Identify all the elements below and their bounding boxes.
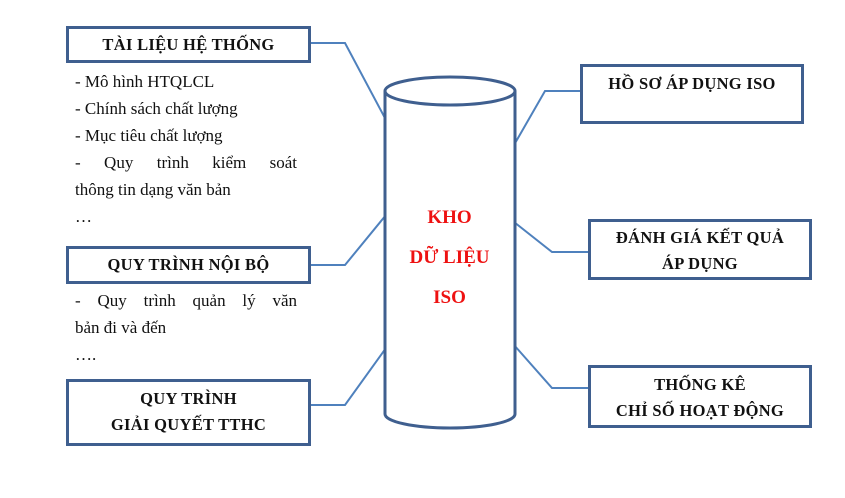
internal-process-list: - Quy trình quản lý văn bản đi và đến …. (75, 287, 297, 368)
list-item: thông tin dạng văn bản (75, 180, 231, 199)
box-line: ĐÁNH GIÁ KẾT QUẢ (615, 228, 785, 247)
system-docs-box: TÀI LIỆU HỆ THỐNG (66, 26, 311, 63)
list-item: - Quy trình kiểm soát (75, 153, 297, 172)
data-warehouse-label: KHO DỮ LIỆU ISO (384, 198, 515, 318)
box-line: THỐNG KÊ (654, 375, 746, 394)
list-item: - Quy trình quản lý văn (75, 291, 297, 310)
center-line: DỮ LIỆU (409, 247, 490, 268)
database-cylinder (383, 75, 517, 430)
statistics-box: THỐNG KÊ CHỈ SỐ HOẠT ĐỘNG (588, 365, 812, 428)
evaluation-box: ĐÁNH GIÁ KẾT QUẢ ÁP DỤNG (588, 219, 812, 280)
center-line: KHO (427, 207, 472, 228)
connector-admin-process (310, 347, 387, 406)
list-item: - Mục tiêu chất lượng (75, 126, 223, 145)
system-docs-list: - Mô hình HTQLCL - Chính sách chất lượng… (75, 68, 297, 230)
box-line: GIẢI QUYẾT TTHC (110, 415, 267, 434)
list-item: … (75, 207, 92, 226)
connector-statistics (513, 344, 588, 389)
connector-internal-process (310, 214, 387, 266)
list-item: - Mô hình HTQLCL (75, 72, 215, 91)
admin-process-box: QUY TRÌNH GIẢI QUYẾT TTHC (66, 379, 311, 446)
list-item: …. (75, 345, 97, 364)
connector-iso-records (513, 90, 580, 146)
box-line: ÁP DỤNG (662, 254, 738, 273)
list-item: bản đi và đến (75, 318, 167, 337)
internal-process-box: QUY TRÌNH NỘI BỘ (66, 246, 311, 284)
box-title: TÀI LIỆU HỆ THỐNG (102, 35, 275, 54)
center-line: ISO (433, 287, 466, 308)
box-title: HỒ SƠ ÁP DỤNG ISO (608, 74, 776, 93)
connector-evaluation (513, 221, 588, 253)
list-item: - Chính sách chất lượng (75, 99, 238, 118)
box-title: QUY TRÌNH NỘI BỘ (107, 255, 270, 274)
box-line: CHỈ SỐ HOẠT ĐỘNG (615, 401, 785, 420)
iso-records-box: HỒ SƠ ÁP DỤNG ISO (580, 64, 804, 124)
box-line: QUY TRÌNH (140, 389, 237, 408)
connector-system-docs (310, 42, 387, 121)
